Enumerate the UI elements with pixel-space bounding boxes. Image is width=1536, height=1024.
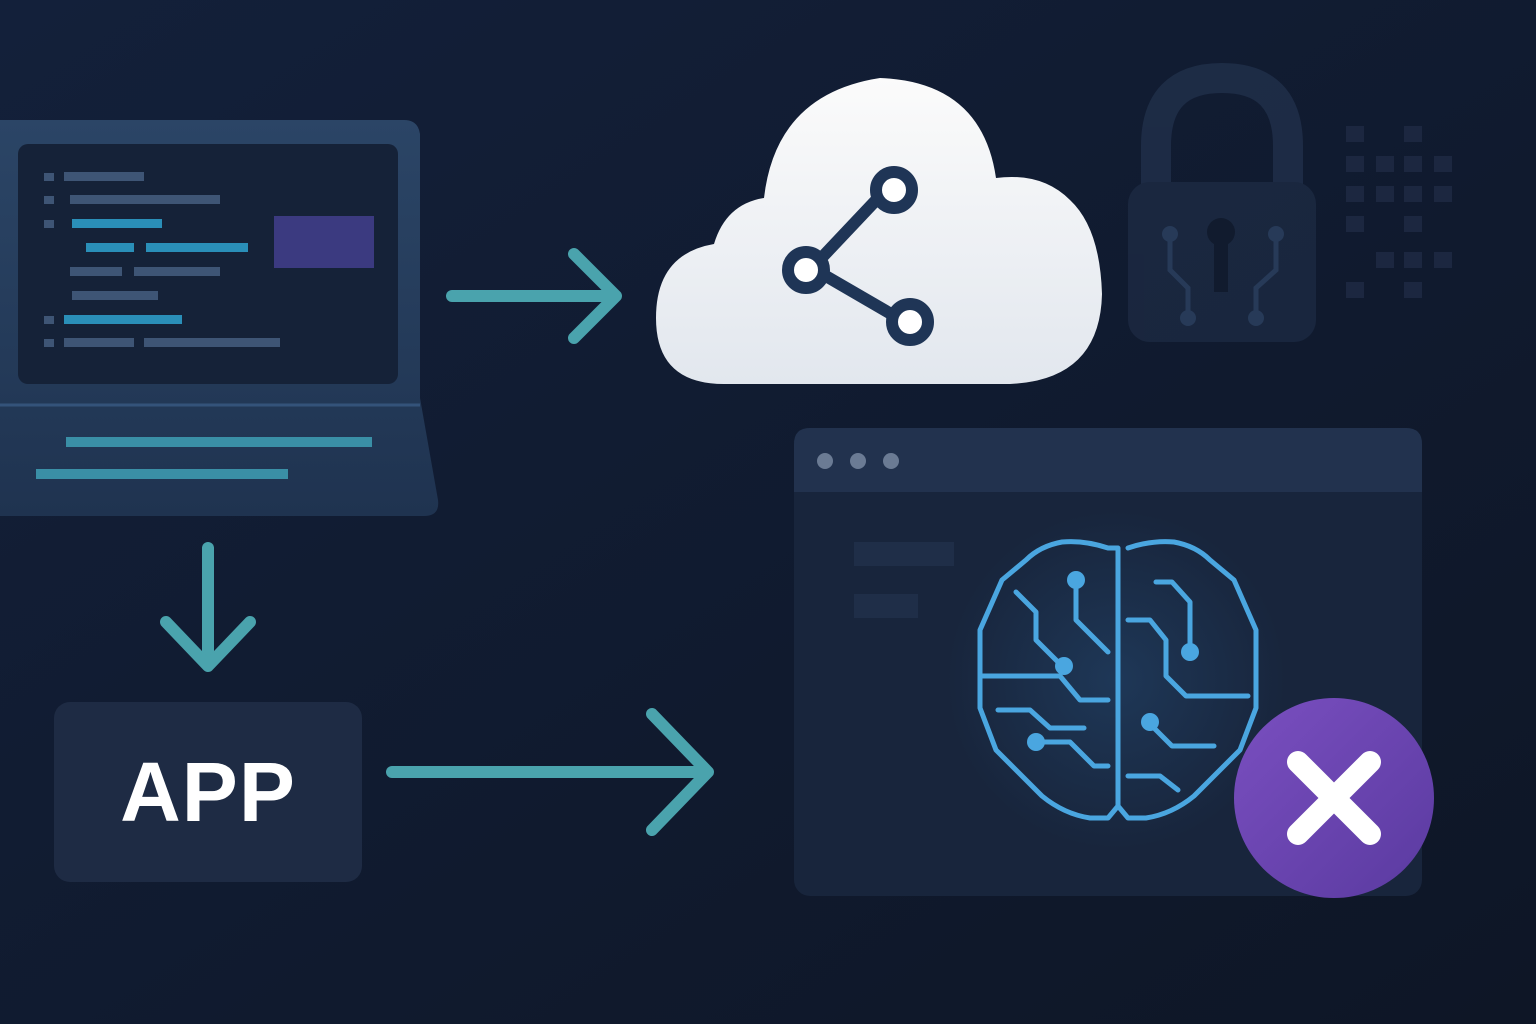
cloud-share-icon	[656, 78, 1102, 384]
arrow-to-app	[160, 542, 256, 672]
arrow-to-cloud	[446, 248, 622, 344]
pixel-grid-decoration	[1346, 126, 1452, 298]
laptop-code-icon	[0, 120, 439, 516]
circuit-lock-icon	[1128, 62, 1316, 342]
code-lines	[44, 172, 374, 347]
arrow-to-browser	[386, 708, 714, 836]
ai-brain-circuit-icon	[946, 510, 1286, 850]
close-x-icon	[1234, 698, 1434, 898]
app-box	[54, 702, 362, 882]
